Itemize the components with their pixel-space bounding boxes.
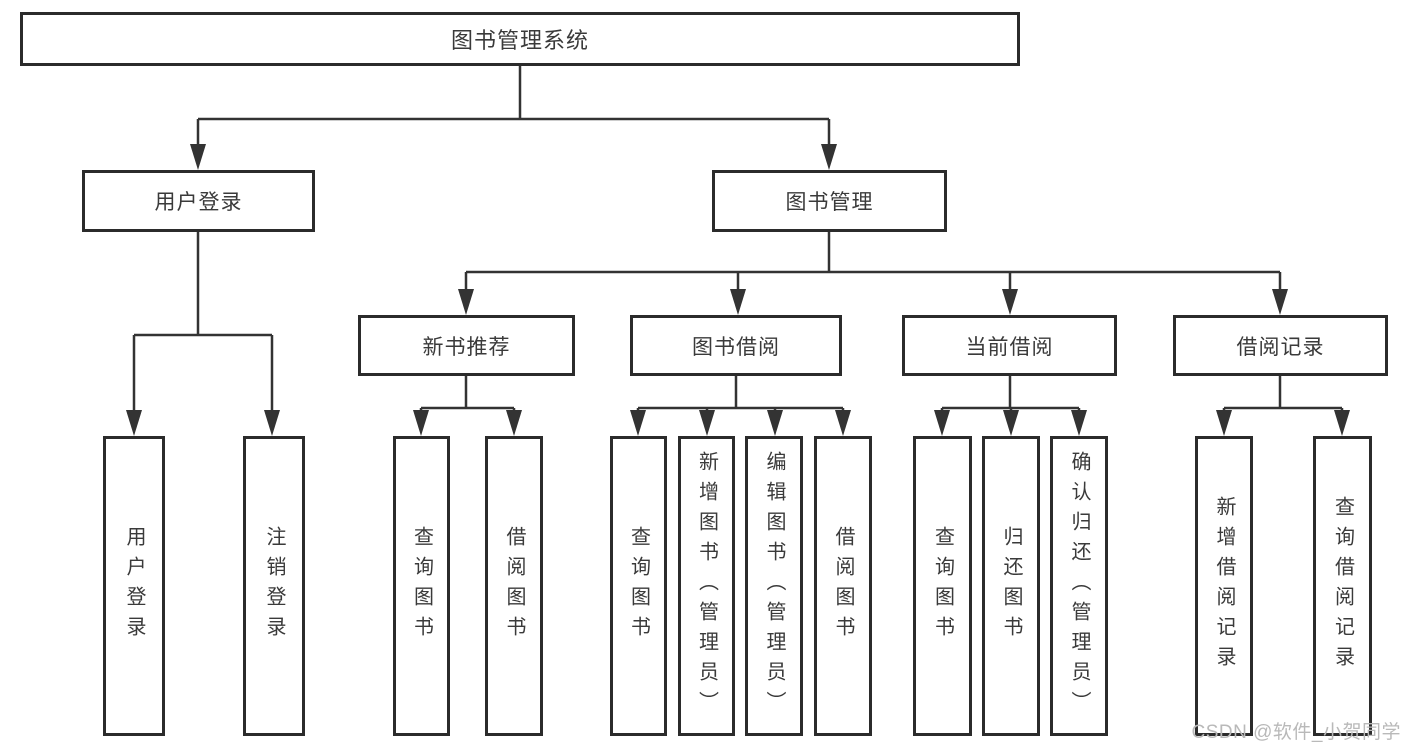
node-leaf-query-borrow-record: 查询借阅记录 <box>1313 436 1372 736</box>
node-leaf-borrow-books-borrowing: 借阅图书 <box>814 436 872 736</box>
node-label: 查询图书 <box>627 526 650 646</box>
node-leaf-add-borrow-record: 新增借阅记录 <box>1195 436 1253 736</box>
node-leaf-logout: 注销登录 <box>243 436 305 736</box>
node-label: 用户登录 <box>123 526 145 646</box>
node-current-borrowing: 当前借阅 <box>902 315 1117 376</box>
node-label: 归还图书 <box>1000 526 1022 646</box>
node-leaf-query-books-recommend: 查询图书 <box>393 436 450 736</box>
arrowhead-group <box>126 144 1350 436</box>
node-root: 图书管理系统 <box>20 12 1020 66</box>
node-new-book-recommend: 新书推荐 <box>358 315 575 376</box>
node-leaf-edit-book-admin: 编辑图书（管理员） <box>745 436 803 736</box>
node-user-login: 用户登录 <box>82 170 315 232</box>
node-leaf-add-book-admin: 新增图书（管理员） <box>678 436 735 736</box>
node-label: 新增借阅记录 <box>1213 496 1235 676</box>
node-label: 新增图书（管理员） <box>695 451 718 721</box>
node-leaf-query-books-current: 查询图书 <box>913 436 972 736</box>
node-label: 注销登录 <box>263 526 285 646</box>
node-leaf-query-books-borrowing: 查询图书 <box>610 436 667 736</box>
node-leaf-return-books: 归还图书 <box>982 436 1040 736</box>
node-label: 查询图书 <box>931 526 954 646</box>
node-borrow-records: 借阅记录 <box>1173 315 1388 376</box>
node-leaf-borrow-books-recommend: 借阅图书 <box>485 436 543 736</box>
node-book-management: 图书管理 <box>712 170 947 232</box>
node-label: 借阅图书 <box>503 526 525 646</box>
node-book-borrowing: 图书借阅 <box>630 315 842 376</box>
node-leaf-user-login: 用户登录 <box>103 436 165 736</box>
node-label: 查询图书 <box>410 526 433 646</box>
node-label: 确认归还（管理员） <box>1068 451 1090 721</box>
node-label: 编辑图书（管理员） <box>763 451 785 721</box>
node-leaf-confirm-return-admin: 确认归还（管理员） <box>1050 436 1108 736</box>
node-label: 借阅图书 <box>832 526 854 646</box>
node-label: 查询借阅记录 <box>1331 496 1354 676</box>
watermark: CSDN @软件_小贺同学 <box>1191 722 1401 743</box>
